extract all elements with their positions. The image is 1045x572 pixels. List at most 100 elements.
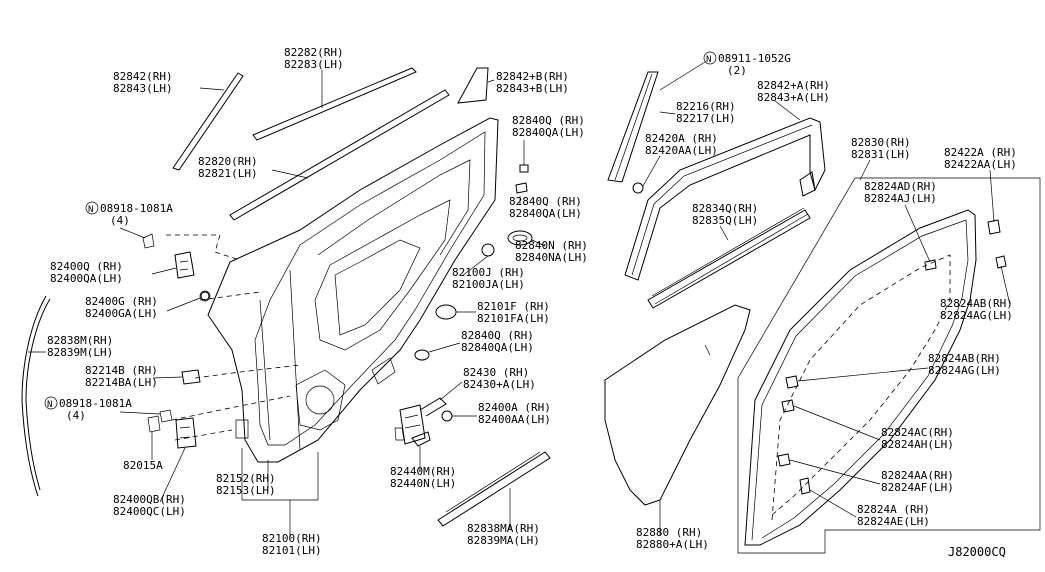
callout-82880-line2: 82880+A(LH) bbox=[636, 538, 709, 551]
door-glass-82880 bbox=[604, 304, 751, 535]
callout-82400q: 82400Q (RH) 82400QA(LH) bbox=[50, 260, 123, 285]
strip-82838ma bbox=[437, 451, 551, 530]
callout-82100j: 82100J (RH) 82100JA(LH) bbox=[452, 266, 525, 291]
callout-82400g: 82400G (RH) 82400GA(LH) bbox=[85, 295, 158, 320]
callout-82842b: 82842+B(RH) 82843+B(LH) bbox=[496, 70, 569, 95]
callout-82400g-line2: 82400GA(LH) bbox=[85, 307, 158, 320]
callout-82015a: 82015A bbox=[123, 459, 163, 472]
bolt-82400a bbox=[441, 410, 477, 422]
callout-82282: 82282(RH) 82283(LH) bbox=[284, 46, 344, 71]
callout-82842: 82842(RH) 82843(LH) bbox=[113, 70, 173, 95]
callout-82152: 82152(RH) 82153(LH) bbox=[216, 472, 276, 497]
callout-82152-line1: 82152(RH) bbox=[216, 472, 276, 485]
door-panel-82100 bbox=[207, 117, 499, 463]
callout-82400a: 82400A (RH) 82400AA(LH) bbox=[478, 401, 551, 426]
svg-text:N: N bbox=[47, 400, 52, 410]
callout-82420a-line2: 82420AA(LH) bbox=[645, 144, 718, 157]
callout-82824ad-line1: 82824AD(RH) bbox=[864, 180, 937, 193]
check-link-82214b bbox=[181, 369, 201, 385]
corner-trim-82842b bbox=[457, 67, 489, 104]
callout-82400a-line2: 82400AA(LH) bbox=[478, 413, 551, 426]
callout-82840q-mid: 82840Q (RH) 82840QA(LH) bbox=[509, 195, 582, 220]
clip-82824a bbox=[799, 477, 857, 518]
callout-08918-upper-line2: (4) bbox=[110, 214, 130, 227]
callout-82820-line1: 82820(RH) bbox=[198, 155, 258, 168]
callout-82400qb: 82400QB(RH) 82400QC(LH) bbox=[113, 493, 186, 518]
callout-82842-line1: 82842(RH) bbox=[113, 70, 173, 83]
callout-82824a: 82824A (RH) 82824AE(LH) bbox=[857, 503, 930, 528]
callout-82834q-line1: 82834Q(RH) bbox=[692, 202, 758, 215]
n-symbol-icon bbox=[703, 51, 717, 65]
callout-82842b-line2: 82843+B(LH) bbox=[496, 82, 569, 95]
callout-82840q-upper-line2: 82840QA(LH) bbox=[512, 126, 585, 139]
callout-82430-line1: 82430 (RH) bbox=[463, 366, 529, 379]
callout-82400q-line2: 82400QA(LH) bbox=[50, 272, 123, 285]
clip-82840q-mid bbox=[515, 182, 528, 205]
callout-82214b-line2: 82214BA(LH) bbox=[85, 376, 158, 389]
callout-82100j-line2: 82100JA(LH) bbox=[452, 278, 525, 291]
plug-82101f bbox=[435, 304, 476, 320]
screw-82420a bbox=[632, 155, 661, 194]
callout-82840q-upper-line1: 82840Q (RH) bbox=[512, 114, 585, 127]
callout-82840q-lower: 82840Q (RH) 82840QA(LH) bbox=[461, 329, 534, 354]
callout-82824ab-upper-line1: 82824AB(RH) bbox=[940, 297, 1013, 310]
callout-82820-line2: 82821(LH) bbox=[198, 167, 258, 180]
weatherstrip-82838m bbox=[21, 295, 47, 497]
callout-82840q-lower-line1: 82840Q (RH) bbox=[461, 329, 534, 342]
callout-82840q-mid-line2: 82840QA(LH) bbox=[509, 207, 582, 220]
clip-82422a bbox=[987, 169, 1001, 235]
callout-82830: 82830(RH) 82831(LH) bbox=[851, 136, 911, 161]
callout-82100: 82100(RH) 82101(LH) bbox=[262, 532, 322, 557]
callout-82101f: 82101F (RH) 82101FA(LH) bbox=[477, 300, 550, 325]
callout-82824aa-line2: 82824AF(LH) bbox=[881, 481, 954, 494]
callout-82282-line2: 82283(LH) bbox=[284, 58, 344, 71]
callout-82824ac: 82824AC(RH) 82824AH(LH) bbox=[881, 426, 954, 451]
rod-82440m bbox=[411, 431, 431, 472]
callout-82824aa: 82824AA(RH) 82824AF(LH) bbox=[881, 469, 954, 494]
svg-text:N: N bbox=[88, 205, 93, 215]
callout-82838m: 82838M(RH) 82839M(LH) bbox=[47, 334, 113, 359]
callout-08918-upper: N 08918-1081A (4) bbox=[85, 201, 173, 227]
callout-82400g-line1: 82400G (RH) bbox=[85, 295, 158, 308]
callout-08918-lower-line1: 08918-1081A bbox=[59, 397, 132, 410]
callout-82100-line1: 82100(RH) bbox=[262, 532, 322, 545]
callout-08911: N 08911-1052G (2) bbox=[703, 51, 791, 77]
callout-82420a-line1: 82420A (RH) bbox=[645, 132, 718, 145]
callout-82842a-line1: 82842+A(RH) bbox=[757, 79, 830, 92]
callout-82824a-line2: 82824AE(LH) bbox=[857, 515, 930, 528]
callout-82420a: 82420A (RH) 82420AA(LH) bbox=[645, 132, 718, 157]
callout-82216-line2: 82217(LH) bbox=[676, 112, 736, 125]
callout-82834q: 82834Q(RH) 82835Q(LH) bbox=[692, 202, 758, 227]
callout-08918-upper-line1: 08918-1081A bbox=[100, 202, 173, 215]
callout-82840n-line2: 82840NA(LH) bbox=[515, 251, 588, 264]
callout-82440m-line1: 82440M(RH) bbox=[390, 465, 456, 478]
callout-82824ab-upper-line2: 82824AG(LH) bbox=[940, 309, 1013, 322]
callout-82824ab-upper: 82824AB(RH) 82824AG(LH) bbox=[940, 297, 1013, 322]
callout-82824ab-lower: 82824AB(RH) 82824AG(LH) bbox=[928, 352, 1001, 377]
corner-trim-82842 bbox=[172, 72, 244, 171]
callout-82824ab-lower-line1: 82824AB(RH) bbox=[928, 352, 1001, 365]
callout-08911-line2: (2) bbox=[727, 64, 747, 77]
callout-82422a: 82422A (RH) 82422AA(LH) bbox=[944, 146, 1017, 171]
clip-82824ab-upper bbox=[995, 255, 1011, 306]
callout-82838m-line1: 82838M(RH) bbox=[47, 334, 113, 347]
callout-82430: 82430 (RH) 82430+A(LH) bbox=[463, 366, 536, 391]
door-lock-82430 bbox=[394, 397, 447, 445]
callout-82440m: 82440M(RH) 82440N(LH) bbox=[390, 465, 456, 490]
callout-82838m-line2: 82839M(LH) bbox=[47, 346, 113, 359]
n-symbol-icon bbox=[85, 201, 99, 215]
callout-82840n-line1: 82840N (RH) bbox=[515, 239, 588, 252]
weatherstrip-82820 bbox=[229, 89, 450, 221]
callout-82400q-line1: 82400Q (RH) bbox=[50, 260, 123, 273]
callout-82214b: 82214B (RH) 82214BA(LH) bbox=[85, 364, 158, 389]
callout-82880: 82880 (RH) 82880+A(LH) bbox=[636, 526, 709, 551]
callout-82422a-line2: 82422AA(LH) bbox=[944, 158, 1017, 171]
hinge-lower-82400qb bbox=[147, 409, 197, 449]
callout-82400a-line1: 82400A (RH) bbox=[478, 401, 551, 414]
callout-82838ma-line1: 82838MA(RH) bbox=[467, 522, 540, 535]
seal-82840n bbox=[507, 230, 546, 247]
callout-82840q-mid-line1: 82840Q (RH) bbox=[509, 195, 582, 208]
callout-82216-line1: 82216(RH) bbox=[676, 100, 736, 113]
callout-82216: 82216(RH) 82217(LH) bbox=[676, 100, 736, 125]
